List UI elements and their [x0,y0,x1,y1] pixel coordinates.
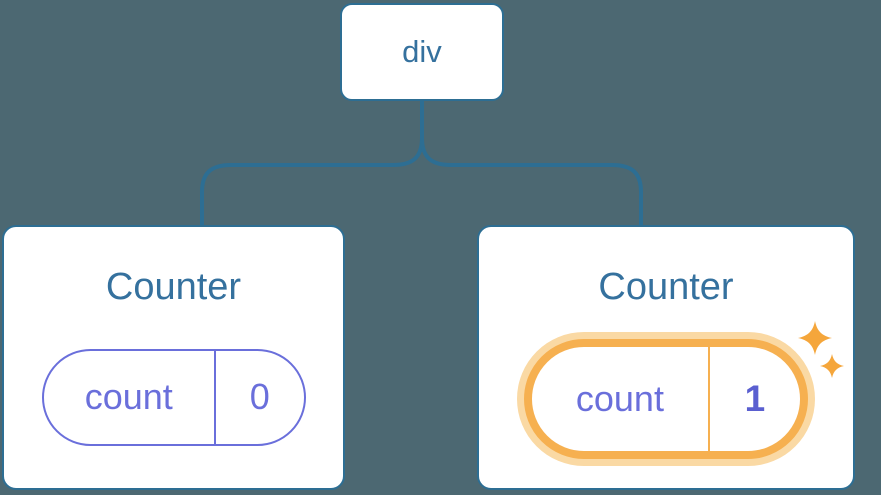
pill-divider [707,346,710,451]
state-pill-highlighted: count 1 [524,338,808,459]
state-value: 1 [744,377,766,419]
connector-branch-right [420,137,643,226]
card-title: Counter [598,266,734,308]
state-key: count [84,376,173,418]
counter-card-left: Counter count 0 [2,225,345,490]
card-title: Counter [105,266,242,308]
sparkles-icon [798,321,844,378]
tree-root-node: div [340,3,504,101]
state-value: 0 [249,376,270,418]
pill-divider [214,350,217,444]
connector-branch-left [200,137,424,226]
state-pill: count 0 [41,348,306,446]
state-key: count [575,377,664,419]
counter-card-right: Counter count 1 [477,225,855,490]
root-node-label: div [402,34,442,69]
